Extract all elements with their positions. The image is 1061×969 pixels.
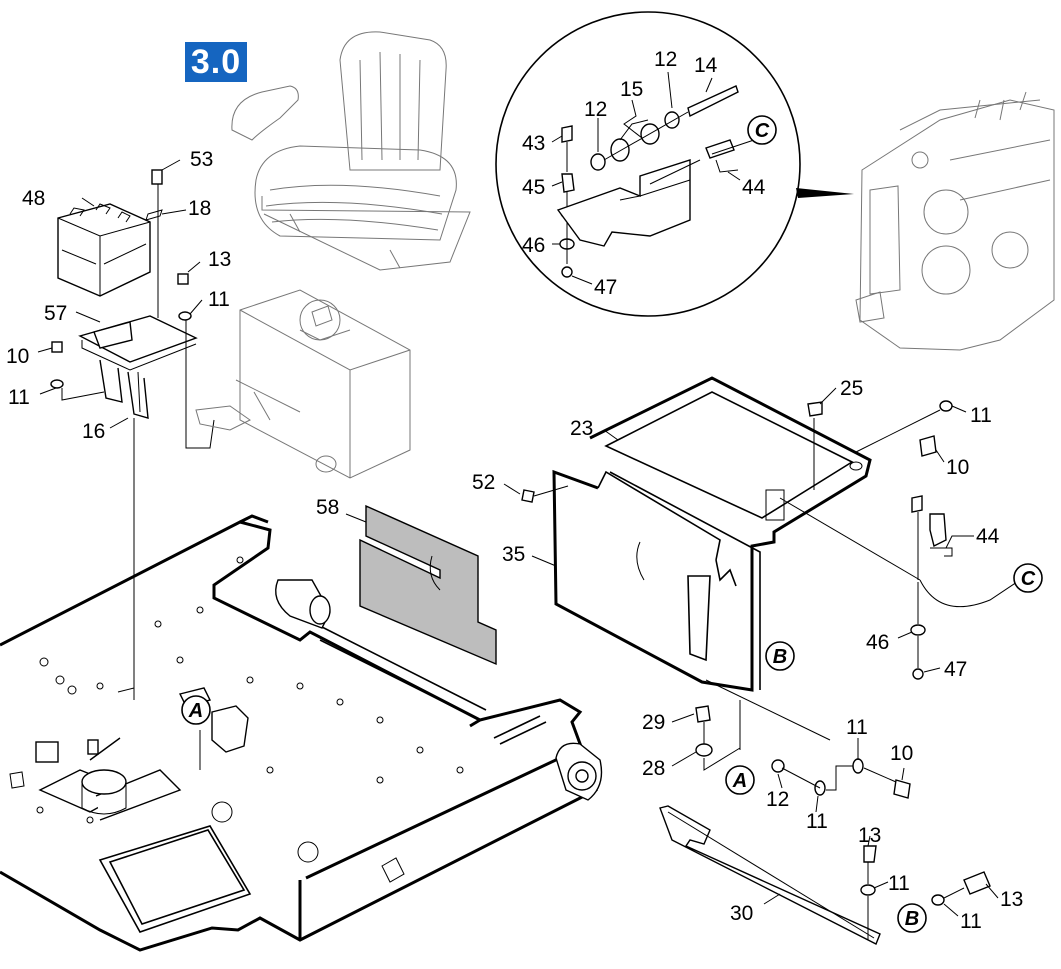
part-number-label: 57	[44, 302, 67, 325]
part-number-label: 28	[642, 757, 665, 780]
part-number-label: 29	[642, 711, 665, 734]
part-number-label: 44	[976, 525, 1000, 548]
detail-callout	[495, 11, 854, 317]
engine-illustration	[855, 91, 1055, 351]
part-number-label: 11	[806, 810, 828, 833]
frame-illustration	[0, 514, 603, 952]
reference-marker-b: B	[897, 903, 927, 933]
part-number-label: 11	[970, 404, 992, 427]
svg-text:B: B	[905, 908, 919, 930]
reference-marker-c: C	[747, 115, 777, 145]
support-bar	[659, 805, 991, 945]
part-number-label: 12	[766, 788, 789, 811]
svg-text:A: A	[188, 700, 203, 722]
part-number-label: 45	[522, 176, 545, 199]
reference-marker-b: B	[765, 641, 795, 671]
battery-illustration	[57, 169, 163, 297]
part-number-label: 16	[82, 420, 105, 443]
part-number-label: 12	[584, 98, 607, 121]
leader-lines	[37, 71, 999, 917]
fasteners-right	[521, 400, 1021, 680]
reference-markers: A A B B C C	[181, 115, 1043, 933]
reference-marker-c: C	[1013, 563, 1043, 593]
reference-marker-a: A	[181, 695, 211, 725]
svg-text:B: B	[773, 646, 787, 668]
part-number-label: 53	[190, 148, 213, 171]
part-number-label: 44	[742, 176, 766, 199]
part-number-label: 25	[840, 377, 863, 400]
part-number-label: 48	[22, 187, 45, 210]
part-number-label: 13	[858, 824, 881, 847]
tank-illustration	[195, 289, 411, 479]
svg-text:C: C	[1021, 568, 1036, 590]
engine-cover	[552, 376, 941, 750]
seat-illustration	[231, 31, 471, 271]
part-number-label: 18	[188, 197, 211, 220]
part-number-label: 46	[522, 234, 545, 257]
part-number-label: 11	[888, 872, 910, 895]
part-number-label: 43	[522, 132, 545, 155]
battery-bracket	[50, 184, 215, 700]
part-number-label: 10	[890, 742, 913, 765]
part-number-label: 10	[946, 456, 969, 479]
part-number-label: 12	[654, 48, 677, 71]
part-number-label: 13	[208, 248, 231, 271]
part-number-label: 23	[570, 417, 593, 440]
part-number-label: 47	[944, 658, 967, 681]
part-number-label: 52	[472, 471, 495, 494]
part-number-label: 10	[6, 345, 29, 368]
part-number-label: 30	[730, 902, 753, 925]
part-number-label: 46	[866, 631, 889, 654]
part-number-label: 11	[846, 716, 868, 739]
insulation-pad	[359, 504, 497, 666]
svg-text:A: A	[732, 770, 747, 792]
part-number-label: 13	[1000, 888, 1023, 911]
part-number-label: 11	[960, 910, 982, 933]
part-number-label: 11	[8, 386, 30, 409]
part-number-label: 14	[694, 54, 718, 77]
svg-text:C: C	[755, 120, 770, 142]
part-number-label: 15	[620, 78, 643, 101]
reference-marker-a: A	[725, 765, 755, 795]
part-number-label: 11	[208, 288, 230, 311]
part-number-label: 35	[502, 543, 525, 566]
part-number-label: 47	[594, 276, 617, 299]
part-labels: 53 18 48 13 11 57 10 11 16 58 52 35 23 2…	[6, 48, 1023, 933]
part-number-label: 58	[316, 496, 339, 519]
section-badge: 3.0	[185, 42, 247, 82]
